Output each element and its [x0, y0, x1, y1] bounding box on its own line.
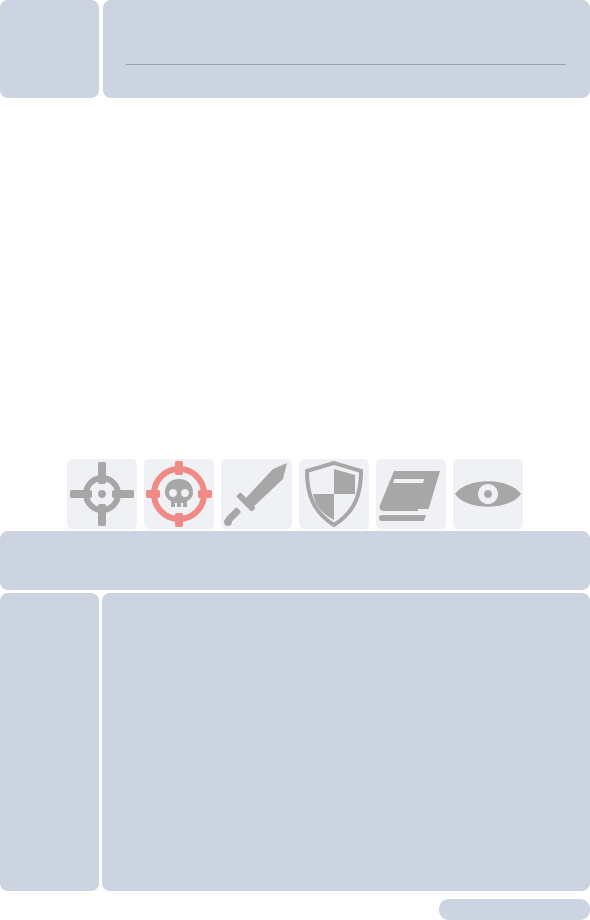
footer-tab[interactable]	[439, 899, 590, 920]
player-info-panel	[103, 0, 590, 98]
book-icon	[378, 471, 440, 521]
shield-icon	[304, 460, 363, 528]
player-portrait-panel[interactable]	[0, 0, 99, 98]
skull-crosshair-icon	[146, 461, 213, 527]
player-info-divider	[126, 64, 566, 65]
eye-icon	[454, 481, 521, 507]
action-bar	[67, 459, 524, 529]
status-bar	[0, 531, 590, 590]
target-button[interactable]	[67, 459, 138, 529]
target-portrait-panel[interactable]	[0, 593, 99, 891]
look-button[interactable]	[452, 459, 524, 529]
crosshair-icon	[70, 462, 135, 526]
target-info-panel	[102, 593, 590, 891]
defend-button[interactable]	[298, 459, 369, 529]
sword-icon	[224, 463, 288, 526]
attack-button[interactable]	[221, 459, 292, 529]
kill-target-button[interactable]	[144, 459, 215, 529]
spellbook-button[interactable]	[375, 459, 446, 529]
